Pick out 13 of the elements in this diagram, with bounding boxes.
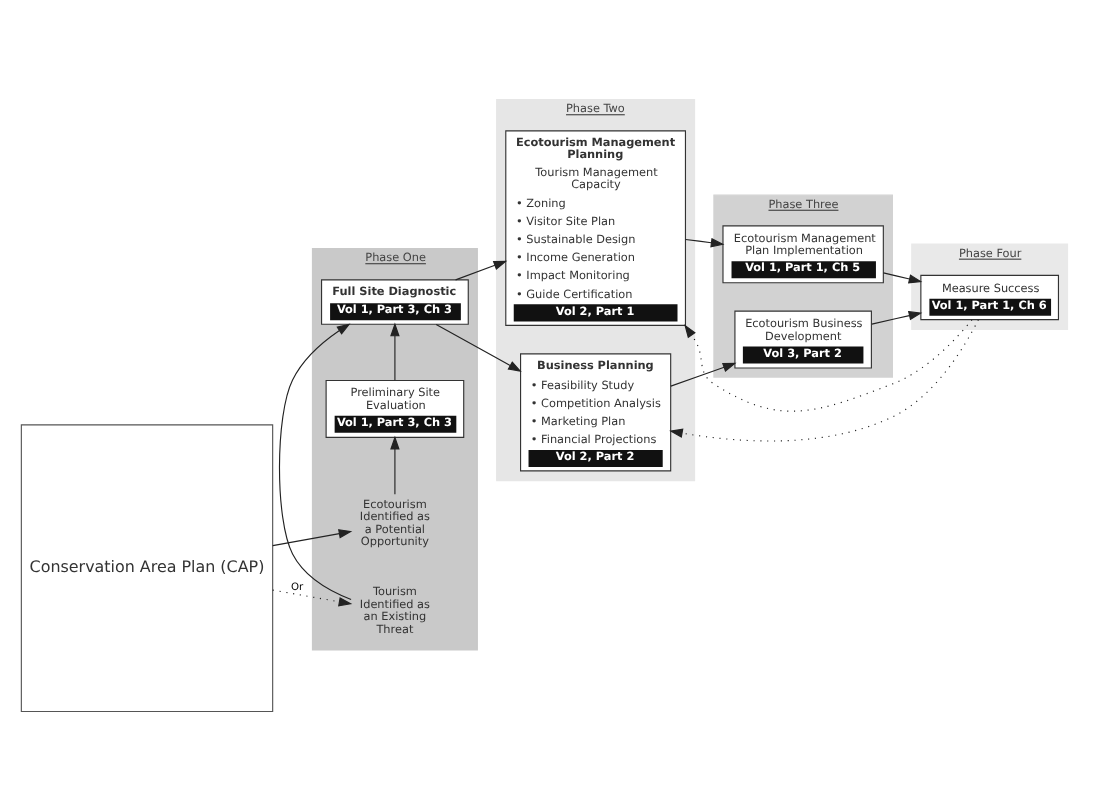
arrow (670, 362, 737, 387)
arrow (390, 435, 400, 495)
arrow (272, 589, 353, 607)
arrow (684, 319, 973, 412)
arrow (455, 260, 508, 281)
arrow (435, 323, 522, 372)
arrow (278, 323, 352, 601)
arrow (685, 237, 725, 248)
arrow (390, 322, 400, 381)
arrow (272, 529, 353, 547)
arrow (882, 272, 923, 284)
arrow (871, 311, 923, 325)
arrow (669, 319, 979, 442)
